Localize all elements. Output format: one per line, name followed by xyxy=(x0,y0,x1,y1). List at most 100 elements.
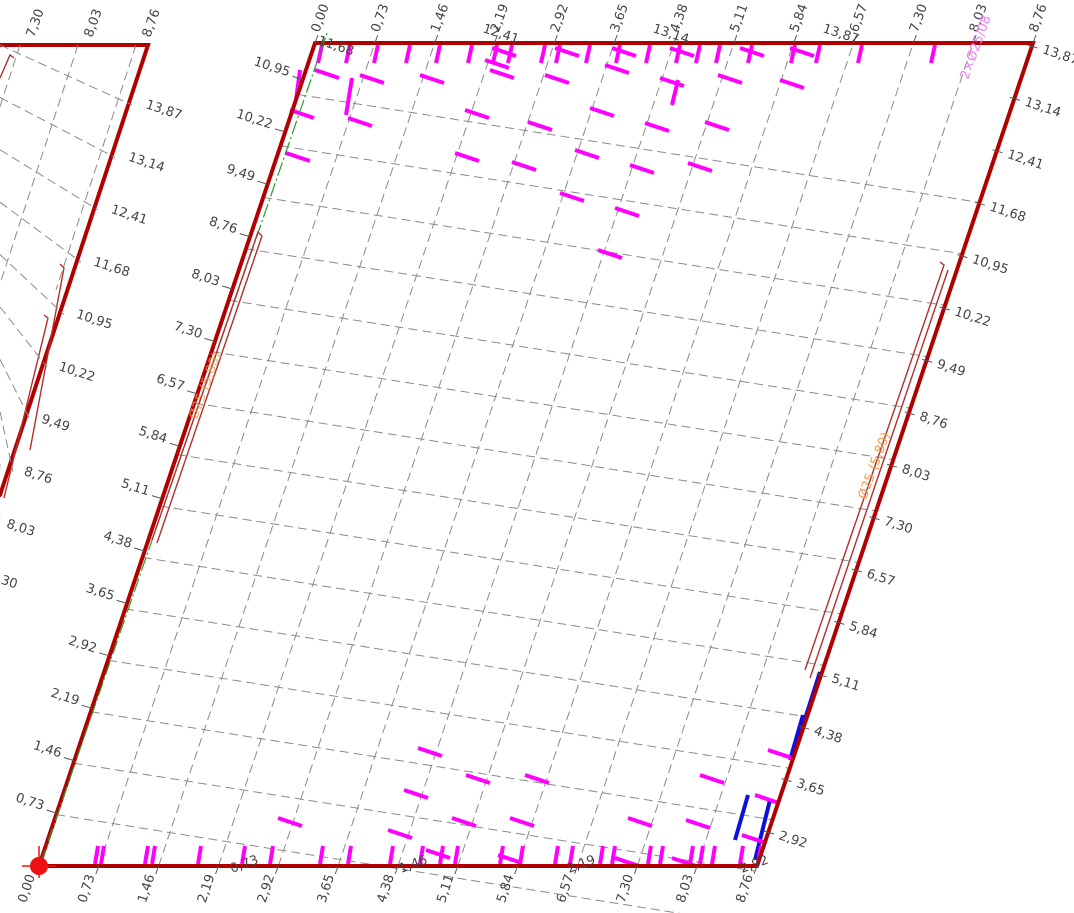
left-panel-grid-cross xyxy=(0,201,82,263)
top-rebar-dash xyxy=(527,120,553,132)
top-rebar-tick xyxy=(698,845,705,865)
top-rebar-dash xyxy=(314,68,340,80)
tick-mark-top xyxy=(494,34,498,44)
grid-line-cross xyxy=(263,196,946,306)
tick-mark-right xyxy=(904,411,915,416)
tick-label-right: 5,11 xyxy=(829,671,861,694)
tick-label-right: 10,22 xyxy=(952,305,992,331)
grid-line-long xyxy=(577,42,854,867)
tick-mark-left xyxy=(239,233,250,238)
tick-label-right: 10,95 xyxy=(970,252,1010,278)
top-rebar-dash xyxy=(544,73,570,85)
top-rebar-dash xyxy=(644,121,670,133)
top-rebar-tick xyxy=(568,845,575,865)
tick-label-right: 6,57 xyxy=(865,567,897,590)
top-rebar-dash xyxy=(611,46,637,58)
tick-label-right: 8,03 xyxy=(900,462,932,485)
tick-mark-left xyxy=(116,599,127,604)
top-rebar-tick xyxy=(644,44,652,64)
left-panel-grid-long xyxy=(0,44,79,286)
top-rebar-dash xyxy=(604,63,630,75)
tick-mark-top xyxy=(733,34,738,44)
top-rebar-tick xyxy=(658,845,665,865)
tick-mark-left xyxy=(46,809,57,814)
grid-line-cross xyxy=(245,248,928,358)
tick-label-right: 4,38 xyxy=(812,724,844,747)
tick-label-right: 5,84 xyxy=(847,619,879,642)
grid-line-cross xyxy=(142,556,825,666)
grid-layer xyxy=(56,42,980,913)
top-rebar-tick xyxy=(646,845,653,865)
top-rebar-tick xyxy=(553,845,560,865)
rebar-label-right: Ø25 (5,80) xyxy=(856,430,894,501)
grid-line-cross xyxy=(73,762,756,872)
tick-label-left: 2,19 xyxy=(49,686,81,709)
top-rebar-dash xyxy=(597,248,623,260)
top-rebar-dash xyxy=(629,163,655,175)
tick-label-right: 13,14 xyxy=(1023,95,1063,121)
tick-label-left: 5,11 xyxy=(119,476,151,499)
top-rebar-vertical xyxy=(344,77,354,116)
left-panel-rebar-extent xyxy=(3,314,49,499)
top-rebar-dash xyxy=(359,73,385,85)
tick-mark-bottom xyxy=(215,865,219,875)
top-rebar-tick xyxy=(388,845,395,865)
top-rebar-tick xyxy=(856,44,864,64)
top-rebar-dash xyxy=(347,116,373,128)
left-panel-grid-cross xyxy=(0,96,116,158)
bottom-rebar-dash xyxy=(754,793,780,805)
left-panel-right-label: 7,30 xyxy=(0,569,19,592)
top-rebar-tick xyxy=(268,845,275,865)
tick-label-right: 2,92 xyxy=(777,829,809,852)
grid-line-cross xyxy=(280,145,963,255)
tick-mark-right xyxy=(992,149,1003,154)
tick-mark-top xyxy=(673,34,678,44)
left-panel-right-label: 13,14 xyxy=(126,150,166,176)
top-rebar-dash xyxy=(717,73,743,85)
grid-line-cross xyxy=(56,814,681,913)
left-panel-right-label: 12,41 xyxy=(109,202,149,228)
tick-label-bottom: 5,11 xyxy=(434,873,457,905)
tick-mark-left xyxy=(169,442,180,447)
left-panel-right-label: 10,95 xyxy=(74,307,114,333)
tick-mark-left xyxy=(134,547,145,552)
tick-label-left: 3,65 xyxy=(84,581,116,604)
tick-label-right: 12,41 xyxy=(1005,147,1045,173)
tick-label-top: 2,92 xyxy=(548,2,572,34)
top-rebar-tick xyxy=(318,845,325,865)
top-rebar-dash xyxy=(659,76,685,88)
left-panel-grid-cross xyxy=(0,411,14,472)
tick-label-bottom: 3,65 xyxy=(315,873,338,905)
tick-label-bottom: 7,30 xyxy=(614,873,637,905)
tick-mark-top xyxy=(613,34,618,44)
bottom-rebar-dash xyxy=(741,833,767,845)
top-rebar-dash xyxy=(484,58,510,70)
tick-mark-right xyxy=(1009,96,1021,101)
top-rebar-dash xyxy=(491,46,517,58)
tick-label-top: 0,73 xyxy=(368,2,392,34)
tick-mark-top xyxy=(314,34,319,44)
top-rebar-dash xyxy=(669,46,695,58)
top-rebar-tick xyxy=(196,845,203,865)
top-rebar-dash xyxy=(687,161,713,173)
bottom-rebar-dash xyxy=(685,818,711,830)
grid-line-cross xyxy=(211,351,894,461)
tick-label-left: 6,57 xyxy=(154,371,186,394)
top-rebar-tick xyxy=(143,845,150,865)
tick-label-bottom: 0,00 xyxy=(16,873,39,905)
grid-line-long xyxy=(337,42,615,867)
rebar-label-left: Ø25 (5,80) xyxy=(187,350,225,421)
tick-label-left: 8,03 xyxy=(189,267,221,290)
top-rebar-dash xyxy=(739,46,765,58)
tick-label-top: 5,84 xyxy=(787,2,811,34)
top-rebar-dash xyxy=(554,46,580,58)
top-rebar-tick xyxy=(929,44,937,64)
bottom-rebar-dash xyxy=(465,773,491,785)
grid-line-cross xyxy=(176,454,859,564)
tick-label-right: 11,68 xyxy=(988,200,1028,226)
tick-label-left: 9,49 xyxy=(225,162,257,185)
tick-label-bottom: 8,76 xyxy=(734,873,757,905)
top-rebar-tick xyxy=(598,845,605,865)
